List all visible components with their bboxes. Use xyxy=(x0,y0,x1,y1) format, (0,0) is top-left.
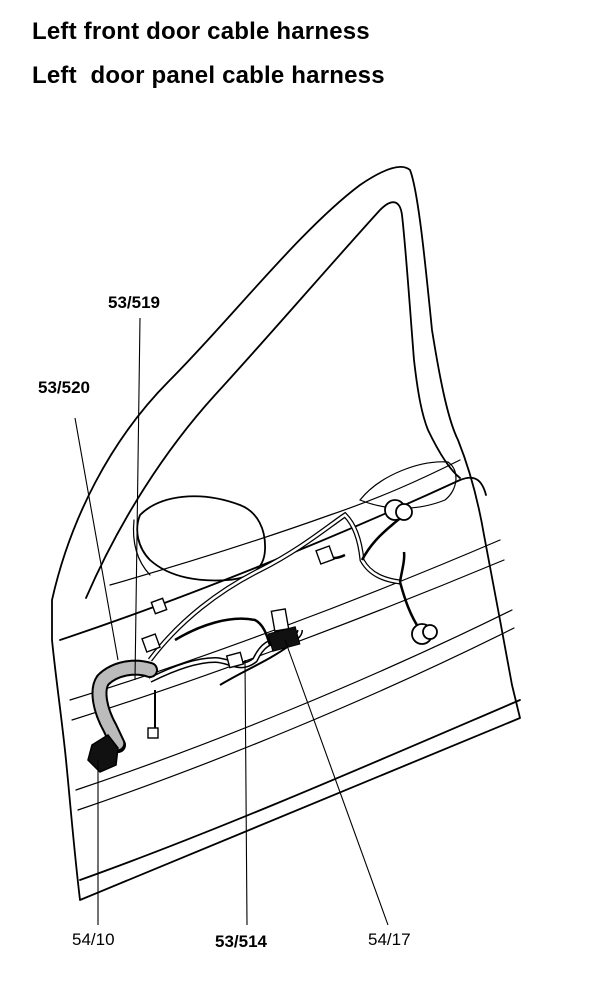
connector-54-10 xyxy=(87,734,119,773)
connector-53-514 xyxy=(225,651,245,669)
label-53-514: 53/514 xyxy=(215,932,267,951)
label-54-17: 54/17 xyxy=(368,930,411,949)
label-54-10: 54/10 xyxy=(72,930,115,949)
title-line-2: Left door panel cable harness xyxy=(32,62,385,89)
label-53-519: 53/519 xyxy=(108,293,160,312)
connector-54-17 xyxy=(267,608,301,652)
title-line-1: Left front door cable harness xyxy=(32,18,370,45)
label-53-520: 53/520 xyxy=(38,378,90,397)
plug-connectors xyxy=(141,499,438,739)
leader-lines xyxy=(74,317,389,926)
door-outline xyxy=(51,166,521,901)
